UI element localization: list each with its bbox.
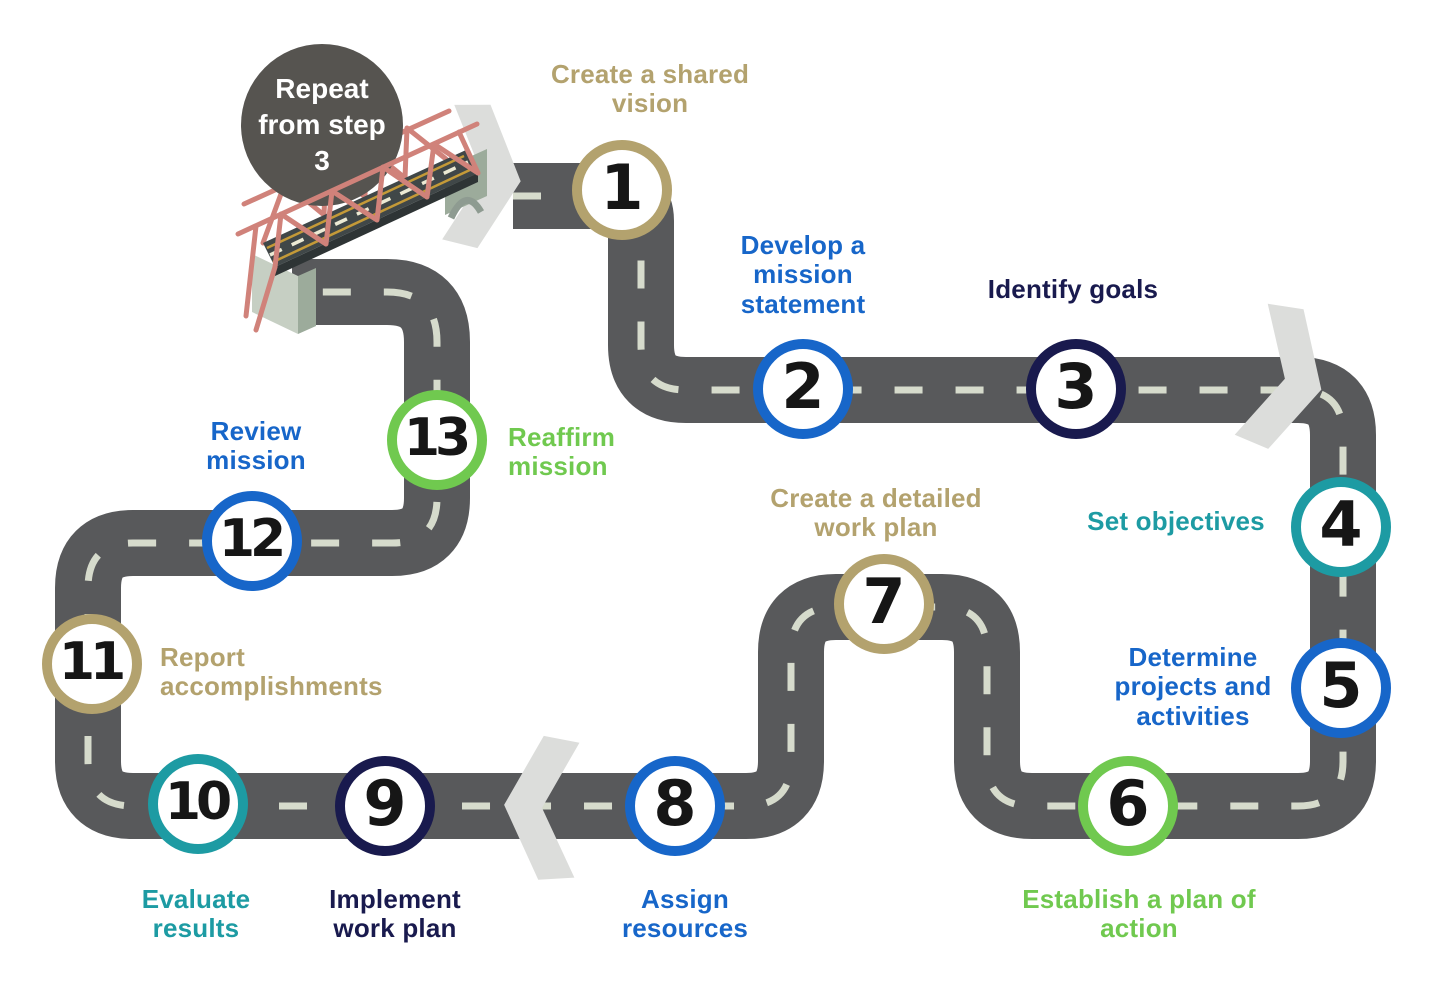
left-arrow-icon [504,735,580,880]
step-11-label: Report accomplishments [160,642,383,702]
step-12-number: 12 [218,509,286,569]
step-6-label: Establish a plan of action [1022,884,1256,944]
step-4-number: 4 [1319,488,1363,561]
step-6-marker: 6 [1078,756,1178,856]
step-5-number: 5 [1319,649,1363,722]
step-2-marker: 2 [753,339,853,439]
step-3-number: 3 [1054,350,1098,423]
repeat-badge: Repeat from step 3 [241,44,403,206]
step-4-label: Set objectives [1087,506,1265,536]
step-13-label: Reaffirm mission [508,422,616,482]
step-13-number: 13 [403,408,471,468]
step-7-number: 7 [862,565,906,638]
step-1-label: Create a shared vision [550,59,750,119]
step-6-number: 6 [1106,767,1150,840]
right-arrow-icon-2 [1234,303,1322,449]
step-8-number: 8 [653,767,697,840]
right-arrow-icon-1 [442,104,521,249]
step-12-label: Review mission [206,416,306,476]
step-10-number: 10 [164,772,232,832]
step-13-marker: 13 [387,390,487,490]
step-7-label: Create a detailed work plan [770,483,982,543]
step-9-marker: 9 [335,756,435,856]
step-9-label: Implement work plan [329,884,461,944]
step-1-number: 1 [600,151,644,224]
step-10-marker: 10 [148,754,248,854]
step-11-number: 11 [58,632,126,692]
step-5-marker: 5 [1291,638,1391,738]
step-8-label: Assign resources [621,884,749,944]
bridge-left-abutment [252,254,316,334]
step-10-label: Evaluate results [141,884,251,944]
step-2-label: Develop a mission statement [740,230,866,319]
step-4-marker: 4 [1291,477,1391,577]
step-8-marker: 8 [625,756,725,856]
repeat-badge-text: Repeat from step 3 [258,73,386,176]
step-9-number: 9 [363,767,407,840]
bridge-right-abutment [445,149,487,220]
step-5-label: Determine projects and activities [1114,642,1272,731]
step-7-marker: 7 [834,554,934,654]
step-12-marker: 12 [202,491,302,591]
step-11-marker: 11 [42,614,142,714]
step-1-marker: 1 [572,140,672,240]
step-3-label: Identify goals [987,274,1159,304]
step-3-marker: 3 [1026,339,1126,439]
step-2-number: 2 [781,350,825,423]
